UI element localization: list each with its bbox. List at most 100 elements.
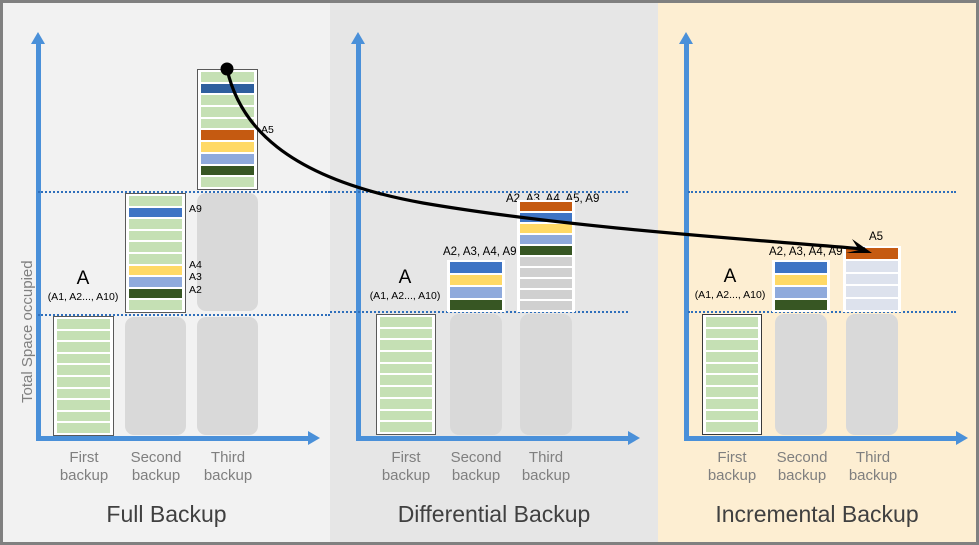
tick-word-2: backup — [451, 467, 501, 484]
tick-word-1: First — [717, 449, 747, 466]
ghost-bar-third-full — [197, 317, 258, 435]
bar-stripe — [775, 287, 827, 298]
segment-label-a3-full: A3 — [189, 271, 202, 283]
tick-word-1: Second — [130, 449, 182, 466]
y-axis-arrow-icon — [679, 32, 693, 44]
ghost-bar-second-differential — [450, 314, 502, 435]
bar-stripe — [129, 300, 182, 310]
bar-third-backup-differential[interactable] — [517, 200, 575, 312]
bar-stripe — [380, 363, 432, 374]
panel-differential-backup: A (A1, A2..., A10) A2, A3, A4, A9 A2, A3… — [330, 3, 658, 542]
bar-stripe — [57, 376, 110, 387]
x-axis-full — [36, 431, 320, 445]
tick-word-1: Second — [450, 449, 502, 466]
bar-stripe — [706, 375, 758, 386]
bar-stripe — [380, 422, 432, 432]
group-sublabel-full: (A1, A2..., A10) — [47, 291, 119, 303]
bar-stripe — [57, 423, 110, 433]
bar-stripe — [450, 274, 502, 285]
bar-second-backup-incremental[interactable] — [772, 260, 830, 312]
bar-stripe — [129, 242, 182, 252]
group-letter-differential: A — [398, 267, 412, 288]
y-axis-title: Total Space occupied — [19, 260, 36, 403]
bar-stripe — [520, 235, 572, 244]
x-axis-differential — [356, 431, 640, 445]
ghost-bar-second-incremental — [775, 314, 827, 435]
guide-line-lower-incremental — [688, 311, 956, 313]
bar-stripe — [706, 422, 758, 432]
bar-stripe — [129, 219, 182, 229]
tick-word-2: backup — [707, 467, 757, 484]
bar-stripe — [706, 410, 758, 421]
bar-stripe — [201, 95, 254, 106]
guide-line-upper-incremental — [688, 191, 956, 193]
bar-stripe — [129, 196, 182, 206]
bar-stripe — [57, 388, 110, 399]
x-axis-arrow-icon — [308, 431, 320, 445]
bar-stripe — [520, 290, 572, 299]
segment-label-a4-full: A4 — [189, 259, 202, 271]
bar-stripe — [201, 107, 254, 117]
bar-stripe — [450, 299, 502, 310]
tick-word-1: Second — [776, 449, 828, 466]
bar-stripe — [380, 352, 432, 362]
tick-word-1: Third — [855, 449, 891, 466]
segment-label-a2-full: A2 — [189, 284, 202, 296]
bar-stripe — [129, 253, 182, 264]
bar-stripe — [520, 279, 572, 288]
panel-title-differential: Differential Backup — [397, 501, 591, 527]
bar-stripe — [775, 274, 827, 285]
x-axis-arrow-icon — [956, 431, 968, 445]
bar-third-backup-full[interactable] — [197, 69, 258, 190]
group-sublabel-incremental: (A1, A2..., A10) — [694, 289, 766, 301]
y-axis-full — [31, 32, 45, 441]
bar-stripe — [775, 262, 827, 273]
bar-stripe — [201, 153, 254, 164]
bar-stripe — [380, 398, 432, 409]
bar-stripe — [520, 246, 572, 255]
bar-stripe-a3 — [129, 277, 182, 287]
bar-second-backup-full[interactable] — [125, 193, 186, 313]
ghost-bar-third-differential — [520, 314, 572, 435]
bar-stripe — [706, 387, 758, 397]
bar-stripe — [201, 118, 254, 129]
bar-stripe — [57, 342, 110, 352]
bar-stripe — [846, 273, 898, 285]
bar-stripe — [57, 330, 110, 341]
bar-stripe — [520, 268, 572, 277]
bar-stripe — [706, 363, 758, 374]
bar-stripe — [57, 353, 110, 364]
bar-stripe — [201, 72, 254, 82]
tick-word-2: backup — [848, 467, 898, 484]
tick-word-2: backup — [381, 467, 431, 484]
bar-second-backup-differential[interactable] — [447, 260, 505, 312]
bar-stripe — [201, 177, 254, 187]
bar-stripe-a2 — [129, 288, 182, 299]
group-letter-incremental: A — [723, 266, 737, 287]
ghost-bar-second-full — [125, 317, 186, 435]
bar-stripe — [706, 340, 758, 351]
group-sublabel-differential: (A1, A2..., A10) — [369, 290, 441, 302]
bar-stripe — [380, 328, 432, 339]
bar-first-backup-incremental[interactable] — [702, 314, 762, 435]
bar-stripe — [380, 410, 432, 421]
bar-first-backup-differential[interactable] — [376, 314, 436, 435]
guide-line-lower-differential — [330, 311, 628, 313]
bar-first-backup-full[interactable] — [53, 316, 114, 436]
bar-third-backup-incremental[interactable] — [843, 246, 901, 312]
bar-stripe — [129, 230, 182, 241]
bar-stripe — [706, 398, 758, 409]
tick-word-1: Third — [210, 449, 246, 466]
set-label-second-differential: A2, A3, A4, A9 — [443, 246, 517, 258]
bar-stripe — [380, 387, 432, 397]
x-axis-arrow-icon — [628, 431, 640, 445]
set-label-second-incremental: A2, A3, A4, A9 — [769, 246, 843, 258]
